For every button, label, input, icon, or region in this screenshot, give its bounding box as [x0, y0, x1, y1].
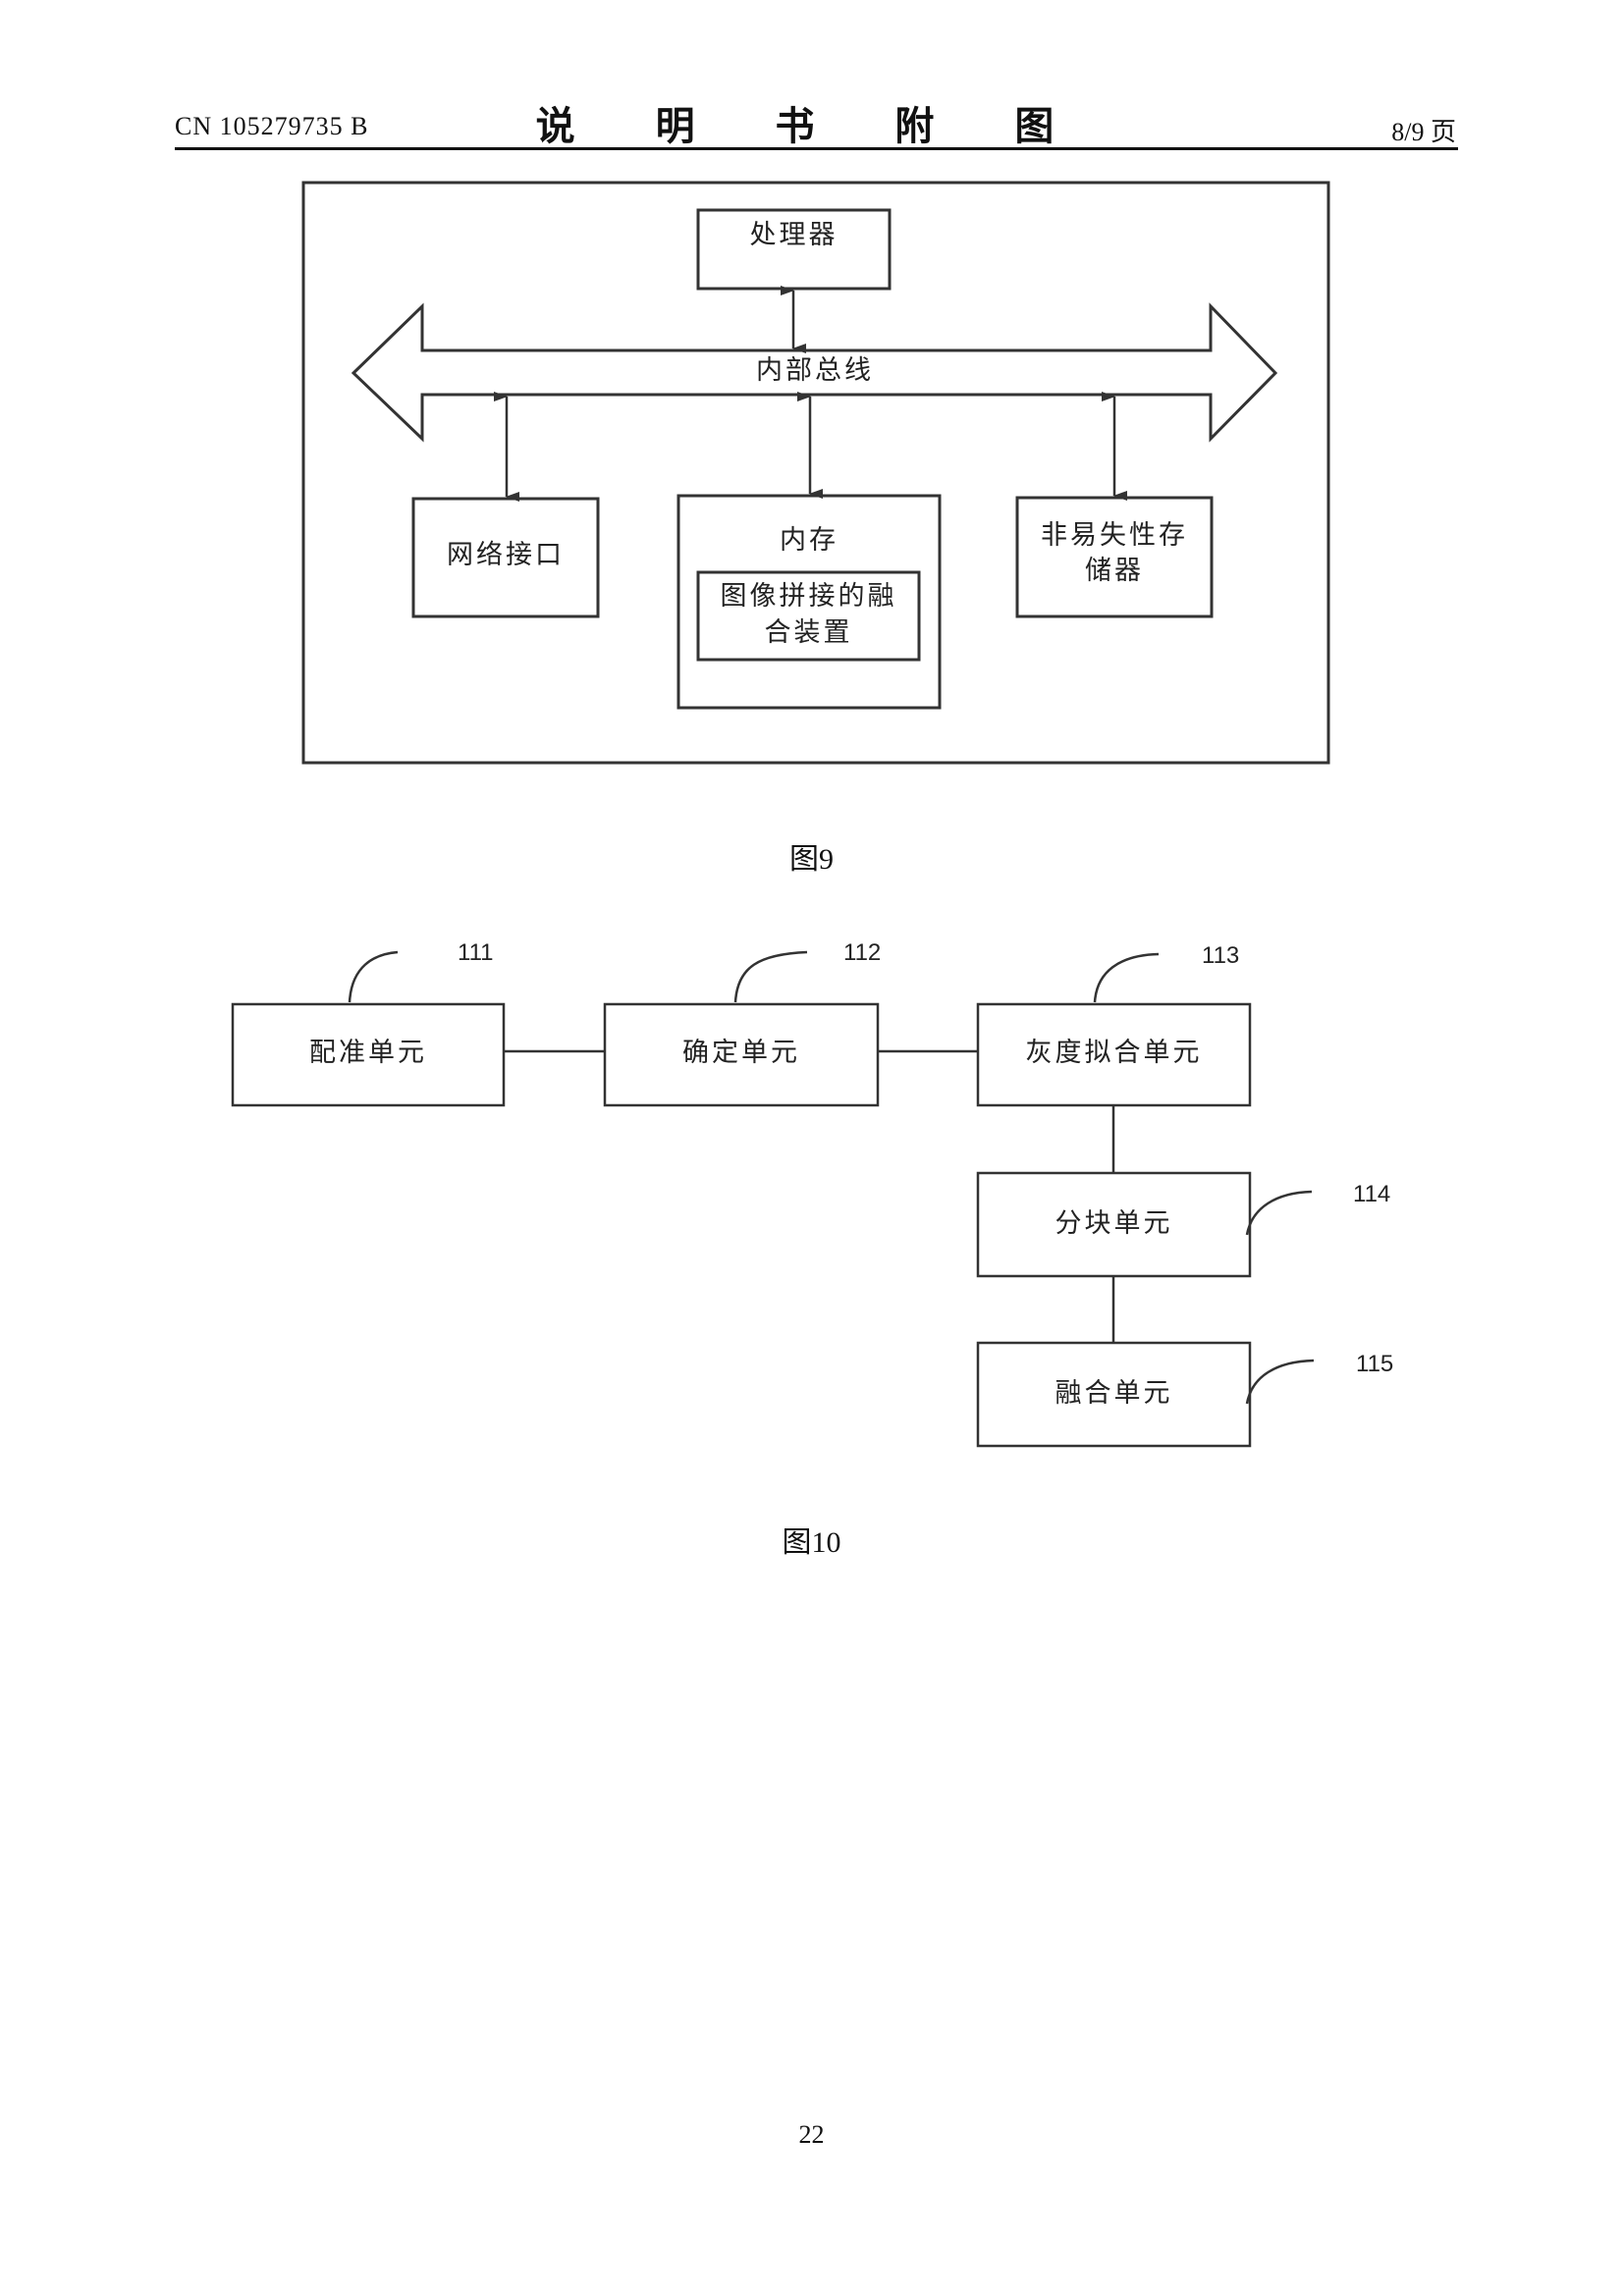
device-outline [301, 181, 1330, 765]
ref-number-111: 111 [458, 939, 494, 966]
unit-label-113: 灰度拟合单元 [1025, 1038, 1203, 1068]
page-title: 说 明 书 附 图 [535, 104, 1088, 149]
network-interface-label: 网络接口 [447, 540, 565, 570]
ref-number-115: 115 [1356, 1351, 1394, 1377]
leader-115 [1245, 1359, 1315, 1405]
processor-label: 处理器 [749, 220, 839, 250]
ref-number-113: 113 [1202, 942, 1240, 969]
figure-9-caption: 图9 [789, 843, 834, 876]
nonvolatile-storage-label-line1: 非易失性存 [1041, 520, 1188, 551]
nonvolatile-storage-label-line2: 储器 [1085, 556, 1144, 586]
memory-label: 内存 [780, 525, 839, 556]
device-label-line2: 合装置 [764, 617, 853, 648]
page-of-total: 8/9 页 [1391, 118, 1456, 146]
header-rule [175, 147, 1458, 150]
internal-bus-label: 内部总线 [756, 355, 874, 386]
unit-box-112 [603, 1002, 880, 1107]
ref-number-112: 112 [843, 939, 882, 966]
leader-114 [1245, 1190, 1313, 1236]
unit-label-112: 确定单元 [682, 1038, 800, 1068]
stitching-fusion-device-box [696, 570, 921, 662]
unit-label-111: 配准单元 [309, 1038, 427, 1068]
unit-label-115: 融合单元 [1055, 1378, 1173, 1409]
figure-9 [301, 181, 1330, 765]
page-number: 22 [798, 2120, 825, 2149]
ref-number-114: 114 [1353, 1181, 1391, 1207]
leader-112 [733, 950, 808, 1003]
internal-bus-arrow [351, 302, 1278, 443]
unit-box-111 [231, 1002, 506, 1107]
figure-10-caption: 图10 [782, 1526, 841, 1559]
leader-111 [348, 950, 399, 1003]
leader-113 [1093, 952, 1160, 1003]
figure-10 [231, 950, 1315, 1448]
patent-number: CN 105279735 B [175, 112, 369, 140]
unit-label-114: 分块单元 [1055, 1208, 1173, 1239]
device-label-line1: 图像拼接的融 [720, 581, 897, 612]
